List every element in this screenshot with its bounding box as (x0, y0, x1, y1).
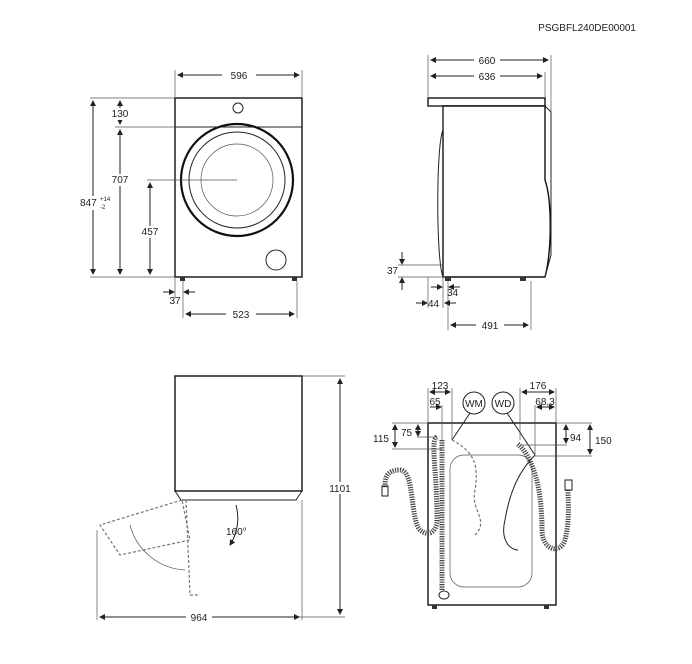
rear-view: WM WD 123 65 115 75 176 68,3 94 150 (373, 381, 612, 609)
door-open-view: 160° 1101 964 (96, 375, 354, 624)
tolerance-minus: -2 (100, 205, 106, 211)
dim-75-label: 75 (401, 428, 413, 439)
front-total-height-label: 847 (80, 198, 97, 209)
drawing-code: PSGBFL240DE00001 (538, 23, 636, 34)
side-view: 660 636 37 34 44 491 (387, 54, 552, 332)
wd-label: WD (495, 399, 512, 410)
open-width-964-label: 964 (191, 613, 208, 624)
dim-94-label: 94 (570, 433, 582, 444)
side-foot-span-label: 491 (482, 321, 499, 332)
side-foot-34-label: 34 (447, 288, 459, 299)
foot-offset-label: 37 (169, 296, 181, 307)
side-foot-height-label: 37 (387, 266, 399, 277)
front-width-label: 596 (231, 71, 248, 82)
side-depth-total-label: 660 (479, 56, 496, 67)
door-height-label: 707 (112, 175, 129, 186)
top-panel-label: 130 (112, 109, 129, 120)
tolerance-plus: +14 (100, 197, 111, 203)
side-depth-body-label: 636 (479, 72, 496, 83)
dim-123-label: 123 (432, 381, 449, 392)
door-center-label: 457 (142, 227, 159, 238)
dim-176-label: 176 (530, 381, 547, 392)
opening-angle-label: 160° (226, 527, 247, 538)
wm-label: WM (465, 399, 483, 410)
dim-65-label: 65 (429, 397, 441, 408)
side-foot-44-label: 44 (428, 299, 440, 310)
dim-68-label: 68,3 (535, 397, 555, 408)
front-view: 596 847 +14 -2 130 707 457 37 523 (78, 69, 303, 321)
open-depth-1101-label: 1101 (329, 484, 351, 495)
dim-150-label: 150 (595, 436, 612, 447)
foot-span-label: 523 (233, 310, 250, 321)
dim-115-label: 115 (373, 434, 389, 445)
